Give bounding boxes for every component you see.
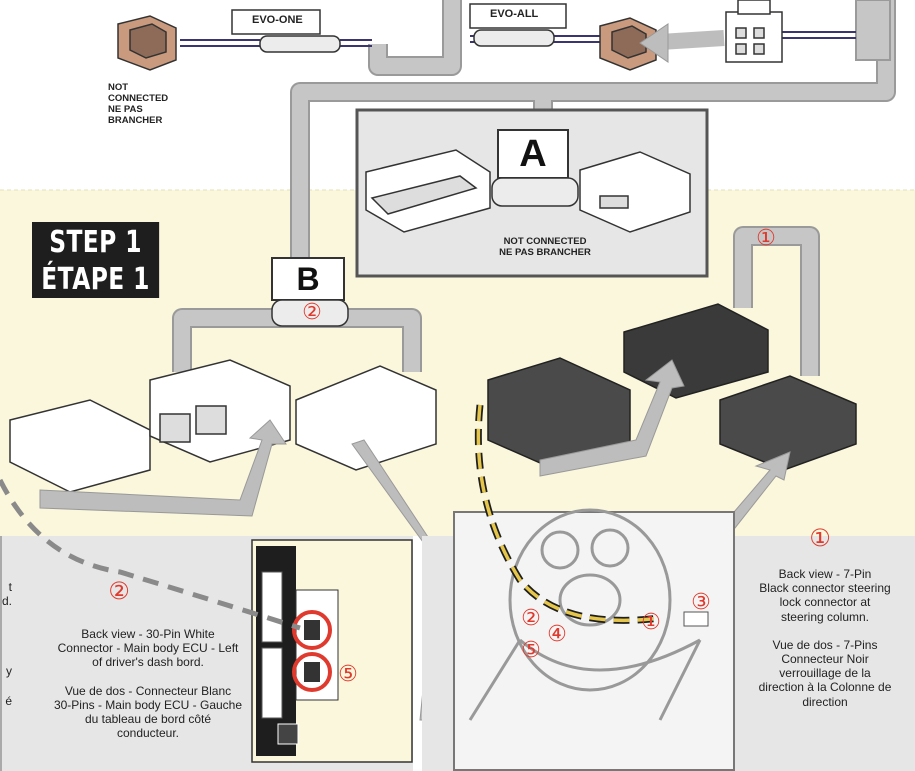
- box-a-label: A: [519, 133, 547, 175]
- marker-5-photo: ⑤: [521, 638, 541, 663]
- black-connector-caption: Back view - 7-Pin Black connector steeri…: [758, 567, 892, 709]
- box-a-connector-left: [365, 149, 491, 233]
- marker-3-photo: ③: [691, 590, 711, 615]
- marker-1-photo: ①: [641, 610, 661, 635]
- steering-photo: [453, 511, 735, 771]
- marker-2-harness: ②: [302, 300, 322, 325]
- marker-2-dashed: ②: [108, 577, 130, 605]
- marker-1-caption: ①: [809, 524, 831, 552]
- step-badge: STEP 1 ÉTAPE 1: [32, 222, 160, 298]
- not-connected-center: NOT CONNECTED NE PAS BRANCHER: [499, 236, 591, 258]
- box-a-connector-right: [579, 151, 691, 233]
- box-b-label: B: [296, 261, 320, 297]
- cut-text-3: y: [6, 664, 12, 678]
- white-connector-caption: Back view - 30-Pin White Connector - Mai…: [53, 627, 243, 741]
- cut-text-4: é: [5, 694, 12, 708]
- marker-4-photo: ④: [547, 622, 567, 647]
- evo-one-label: EVO-ONE: [252, 14, 303, 26]
- marker-5-ecu: ⑤: [338, 662, 358, 687]
- not-connected-left: NOT CONNECTED NE PAS BRANCHER: [108, 82, 169, 126]
- evo-all-label: EVO-ALL: [490, 8, 539, 20]
- cut-text-2: d.: [1, 594, 12, 608]
- marker-1-harness: ①: [756, 226, 776, 251]
- marker-2-photo: ②: [521, 606, 541, 631]
- tan-connector-right: [599, 17, 657, 71]
- step-title-en: STEP 1: [49, 225, 142, 260]
- tan-connector-left: [117, 15, 177, 71]
- step-title-fr: ÉTAPE 1: [41, 262, 150, 297]
- cut-text-1: t: [8, 580, 12, 594]
- white-connector-top-right: [725, 0, 783, 63]
